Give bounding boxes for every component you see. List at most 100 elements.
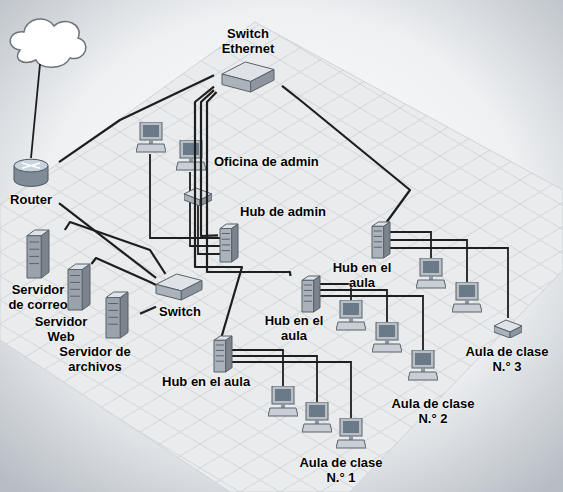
hub-icon xyxy=(372,222,390,258)
network-device: Hub en el aula xyxy=(258,276,330,343)
computer xyxy=(336,300,366,330)
icon-part xyxy=(70,282,80,283)
icon-part xyxy=(156,284,181,300)
icon-part xyxy=(374,236,382,237)
icon-part xyxy=(304,285,312,286)
icon-part xyxy=(29,256,39,257)
icon-part xyxy=(374,241,382,242)
icon-part xyxy=(222,74,251,92)
icon-part xyxy=(27,236,41,278)
network-cable xyxy=(282,86,410,222)
icon-part xyxy=(304,301,312,302)
icon-part xyxy=(108,324,118,325)
icon-part xyxy=(222,250,230,251)
device-label: Servidor Web xyxy=(30,314,92,344)
network-cable xyxy=(207,92,290,276)
icon-part xyxy=(70,275,80,276)
icon-part xyxy=(70,289,80,290)
network-cable xyxy=(59,203,156,278)
icon-part xyxy=(222,239,230,240)
area-label: Aula de clase N.° 2 xyxy=(388,396,478,426)
cables xyxy=(31,64,508,418)
hub-icon xyxy=(214,336,232,372)
internet-cloud xyxy=(10,19,86,67)
device-label: Hub en el aula xyxy=(258,313,330,343)
cable xyxy=(390,248,508,318)
icon-part xyxy=(70,296,80,297)
network-device: Switch xyxy=(156,274,204,319)
cable xyxy=(31,64,40,158)
cable xyxy=(320,296,423,350)
icon-part xyxy=(108,303,118,304)
cable xyxy=(320,284,351,300)
computer xyxy=(452,282,482,312)
network-cable xyxy=(59,75,214,162)
device-label: Hub en el aula xyxy=(326,260,398,290)
device-label: Switch Ethernet xyxy=(214,26,282,56)
icon-part xyxy=(222,233,230,234)
icon-part xyxy=(314,276,320,312)
printer xyxy=(494,320,522,338)
icon-part xyxy=(214,340,226,372)
computer xyxy=(408,350,438,380)
icon-part xyxy=(181,281,202,301)
icon-part xyxy=(384,222,390,258)
computer xyxy=(372,322,402,352)
icon-part xyxy=(372,226,384,258)
icon-part xyxy=(374,231,382,232)
network-device: Servidor de correo xyxy=(3,230,73,312)
computer xyxy=(136,122,166,152)
icon-part xyxy=(108,310,118,311)
network-device: Switch Ethernet xyxy=(214,26,282,92)
switch-icon xyxy=(156,274,202,300)
network-device: Servidor de archivos xyxy=(50,292,140,374)
icon-part xyxy=(216,345,224,346)
icon-part xyxy=(226,336,232,372)
icon-part xyxy=(68,270,82,310)
network-device: Hub de admin xyxy=(218,204,340,262)
hub-icon xyxy=(220,224,238,262)
area-label: Aula de clase N.° 1 xyxy=(296,455,386,485)
computer xyxy=(268,386,298,416)
device-label: Servidor de correo xyxy=(3,282,73,312)
network-device: Hub en el aula xyxy=(162,336,266,389)
device-label: Switch xyxy=(156,304,204,319)
icon-part xyxy=(216,350,224,351)
server-icon xyxy=(27,230,49,278)
icon-part xyxy=(108,317,118,318)
server-icon xyxy=(106,292,128,338)
icon-part xyxy=(232,224,238,262)
device-label: Hub de admin xyxy=(240,204,340,219)
floor xyxy=(0,22,563,492)
icon-part xyxy=(29,242,39,243)
network-cable xyxy=(140,307,156,314)
network-device: Router xyxy=(3,156,59,207)
router-icon xyxy=(13,156,49,188)
icon-part xyxy=(82,264,90,310)
hub-icon xyxy=(302,276,320,312)
server-icon xyxy=(68,264,90,310)
icon-part xyxy=(14,159,48,172)
computer xyxy=(336,418,366,448)
cable xyxy=(390,232,431,258)
device-label: Servidor de archivos xyxy=(50,344,140,374)
area-label: Oficina de admin xyxy=(214,154,344,169)
icon-part xyxy=(302,280,314,312)
computer xyxy=(416,258,446,288)
icon-part xyxy=(41,230,49,278)
cable xyxy=(232,362,351,418)
device-label: Router xyxy=(3,192,59,207)
switch-icon xyxy=(222,62,274,92)
icon-part xyxy=(216,361,224,362)
icon-part xyxy=(304,295,312,296)
icon-part xyxy=(251,70,274,93)
floor-grid xyxy=(0,22,563,492)
icon-part xyxy=(220,229,232,262)
network-cable xyxy=(195,87,242,336)
icon-part xyxy=(29,249,39,250)
icon-part xyxy=(22,163,40,168)
